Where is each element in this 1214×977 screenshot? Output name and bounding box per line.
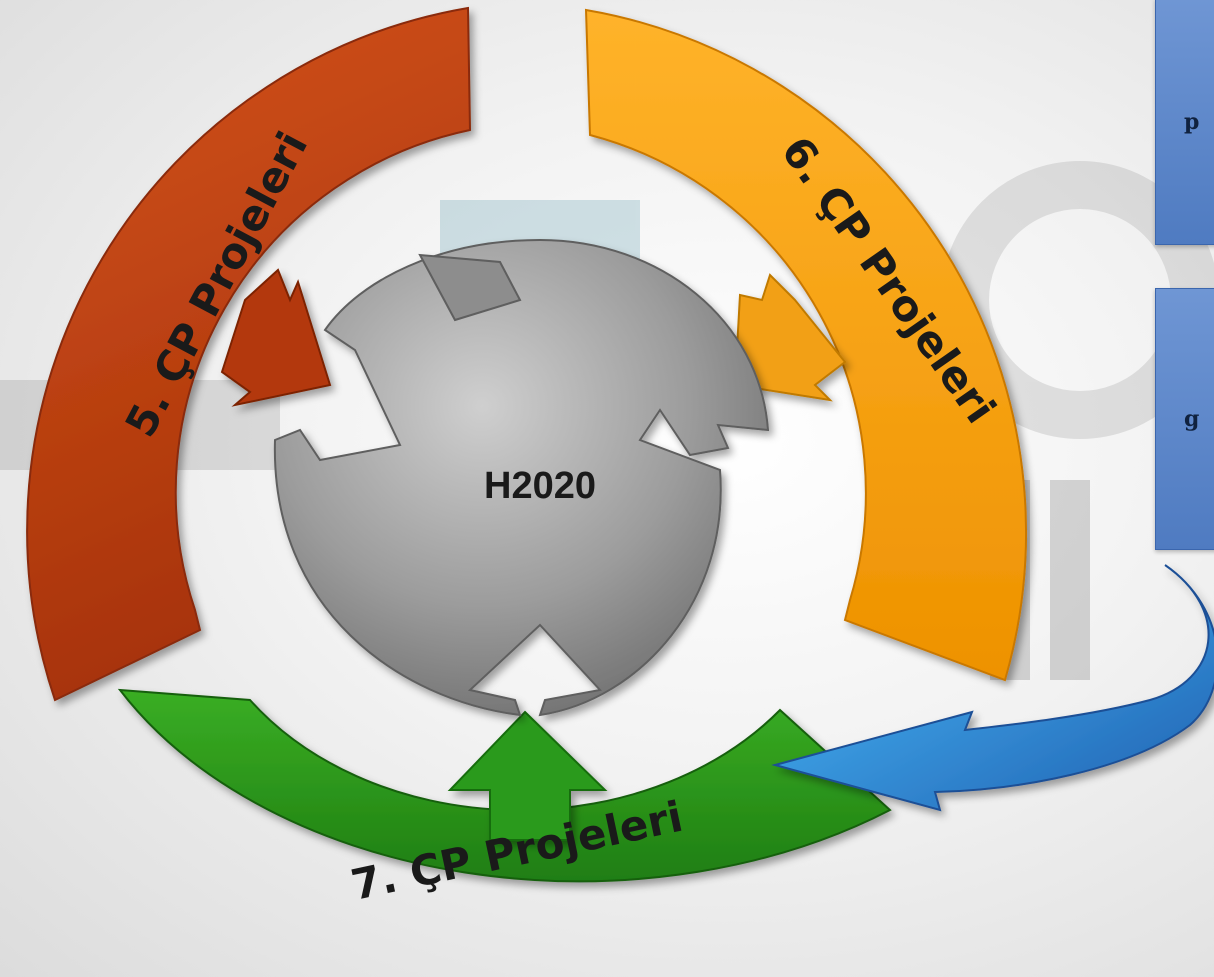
- side-box-top: p: [1155, 0, 1214, 245]
- segment-7-ring: [117, 688, 892, 883]
- hub-label: H2020: [484, 465, 596, 507]
- hub: [273, 238, 770, 717]
- segment-5-arrow: [220, 268, 332, 407]
- segment-5-ring: [26, 6, 472, 702]
- segment-7-arrow: [447, 710, 608, 841]
- side-box-bottom-text: g: [1184, 406, 1200, 432]
- side-box-bottom: g: [1155, 288, 1214, 550]
- segment-6-ring: [584, 8, 1027, 682]
- connector-arrow: [771, 564, 1214, 812]
- side-box-top-text: p: [1184, 108, 1200, 135]
